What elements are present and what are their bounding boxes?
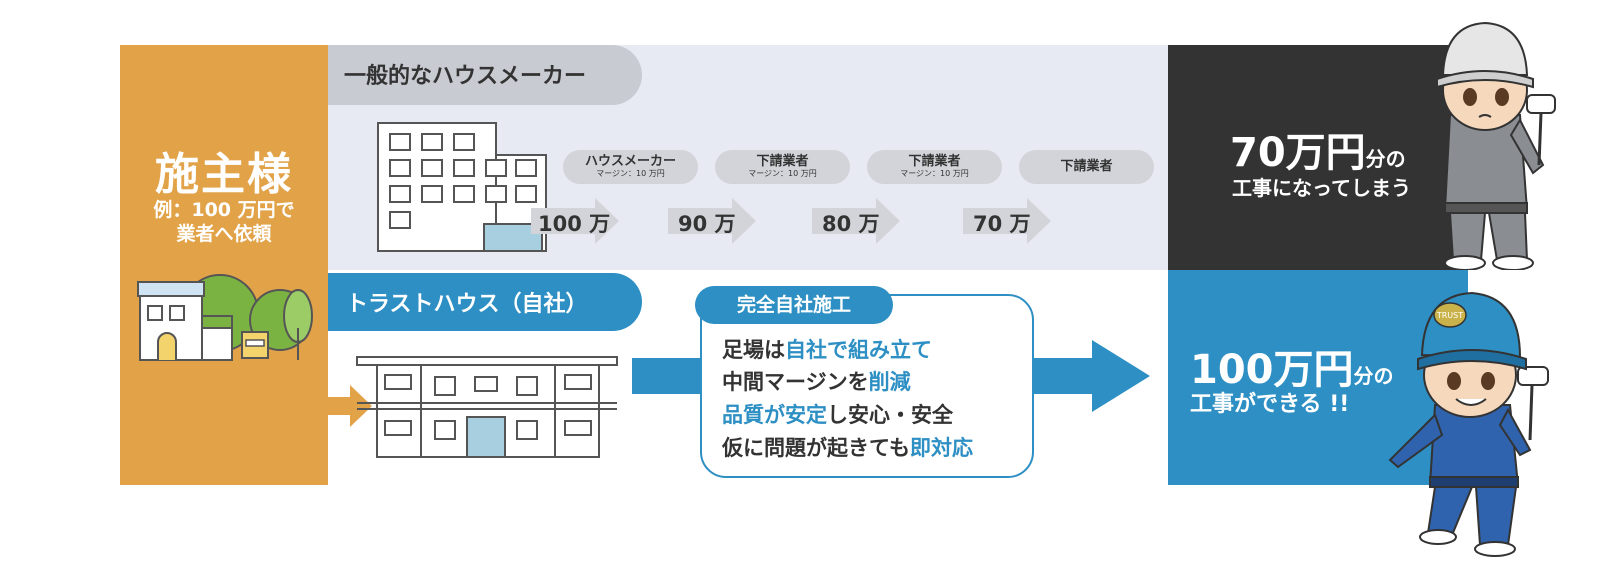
price-label: 90 万	[678, 212, 736, 236]
stage-pill-house-maker: ハウスメーカー マージン：10 万円	[563, 150, 698, 184]
benefit-highlight: 削減	[868, 370, 911, 394]
result-general-amount-row: 70万円分の	[1230, 120, 1406, 178]
stage-name: ハウスメーカー	[584, 154, 676, 169]
worried-worker-character	[1436, 21, 1556, 270]
office-building-illustration	[377, 122, 547, 252]
price-label: 100 万	[538, 212, 611, 236]
result-general-text: 工事になってしまう	[1232, 176, 1411, 200]
benefit-line: 品質が安定し安心・安全	[722, 399, 953, 429]
stage-margin: マージン：10 万円	[596, 169, 665, 178]
benefit-text: 仮に問題が起きても	[722, 436, 910, 460]
result-suffix: 分の	[1353, 364, 1394, 388]
price-arrow-icon	[668, 198, 756, 244]
helmet-text: TRUST	[1436, 311, 1463, 320]
stage-margin: マージン：10 万円	[748, 169, 817, 178]
client-house-illustration	[137, 274, 313, 361]
result-suffix: 分の	[1365, 147, 1406, 171]
stage-margin: マージン：10 万円	[900, 169, 969, 178]
stage-pill-subcontractor: 下請業者 マージン：10 万円	[867, 150, 1002, 184]
benefit-text: 足場は	[722, 338, 785, 362]
price-arrow-icon	[963, 198, 1051, 244]
stage-name: 下請業者	[908, 154, 961, 169]
benefit-highlight: 自社で組み立て	[785, 338, 932, 362]
trust-house-building-illustration	[356, 356, 618, 458]
benefit-text: 中間マージンを	[722, 370, 869, 394]
benefit-line: 足場は自社で組み立て	[722, 334, 932, 364]
stage-name: 下請業者	[756, 154, 809, 169]
arrow-right-icon	[328, 385, 372, 427]
general-maker-label-bg	[328, 45, 642, 105]
client-title: 施主様	[155, 149, 293, 200]
trust-house-label-bg	[328, 273, 642, 331]
result-trust-text: 工事ができる !!	[1190, 392, 1350, 417]
benefit-text: し安心・安全	[827, 403, 953, 427]
general-maker-label: 一般的なハウスメーカー	[344, 64, 587, 89]
client-description: 例：100 万円で 業者へ依頼	[120, 198, 328, 246]
result-general-panel	[1168, 45, 1468, 270]
trust-house-label: トラストハウス（自社）	[346, 292, 588, 317]
client-desc-line2: 業者へ依頼	[176, 223, 272, 245]
benefit-highlight: 即対応	[909, 436, 973, 460]
benefit-line: 中間マージンを削減	[722, 366, 911, 396]
result-amount: 100万円	[1190, 347, 1354, 393]
benefit-tag: 完全自社施工	[736, 294, 851, 316]
client-column	[120, 45, 328, 485]
smiling-worker-character: TRUST	[1388, 291, 1549, 557]
benefit-highlight: 品質が安定	[722, 403, 827, 427]
benefit-tag-bg	[695, 286, 893, 324]
client-desc-line1: 例：100 万円で	[153, 199, 295, 221]
result-amount: 70万円	[1230, 130, 1366, 176]
price-label: 80 万	[822, 212, 880, 236]
price-arrow-icon	[531, 198, 619, 244]
stage-pill-subcontractor: 下請業者	[1019, 150, 1154, 184]
benefit-box	[700, 294, 1034, 478]
benefit-line: 仮に問題が起きても即対応	[722, 432, 973, 462]
price-arrow-icon	[812, 198, 900, 244]
result-trust-amount-row: 100万円分の	[1190, 337, 1394, 395]
price-label: 70 万	[973, 212, 1031, 236]
stage-pill-subcontractor: 下請業者 マージン：10 万円	[715, 150, 850, 184]
stage-name: 下請業者	[1060, 159, 1113, 174]
